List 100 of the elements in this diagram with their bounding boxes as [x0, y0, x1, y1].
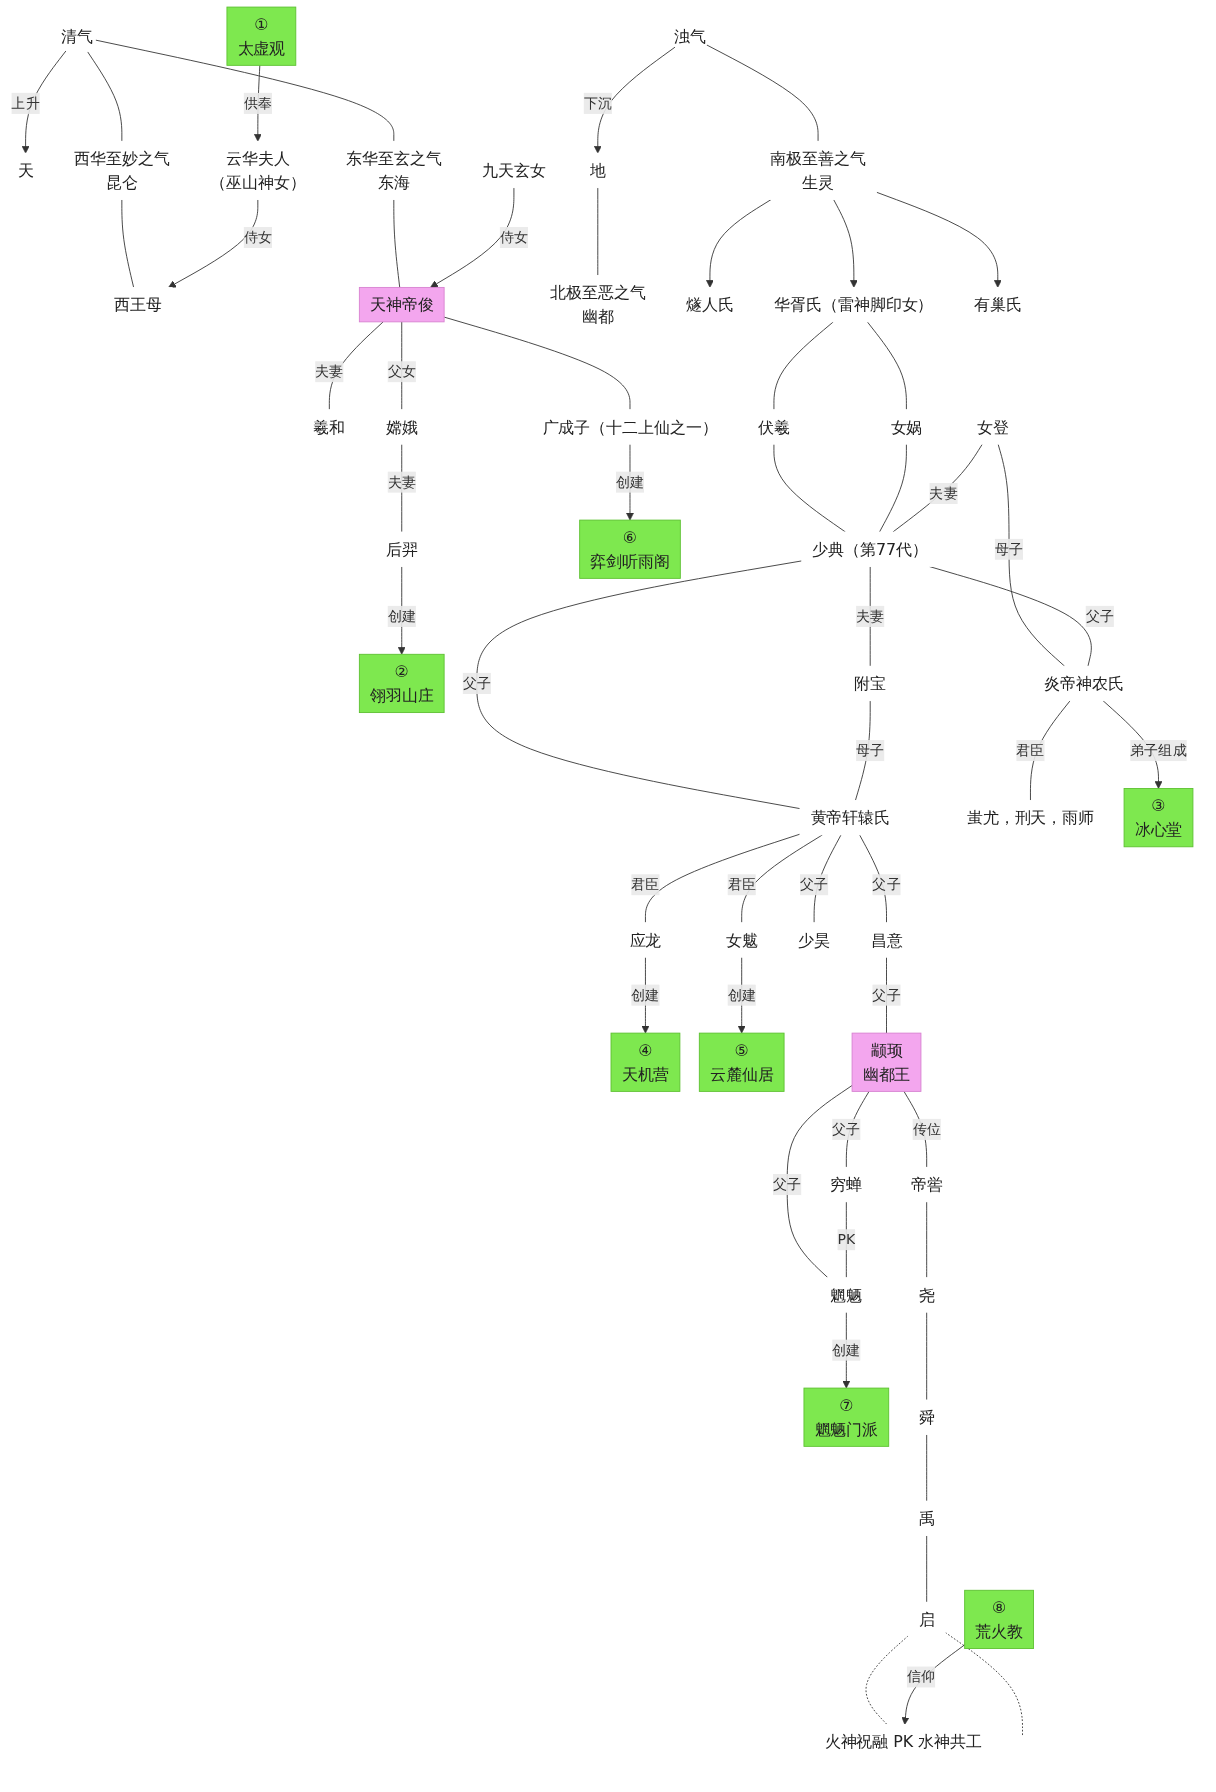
node-text: 伏羲	[758, 417, 790, 437]
edge-label: 下沉	[583, 94, 612, 112]
connector	[773, 321, 834, 411]
node-text: 羲和	[313, 417, 346, 437]
connector	[597, 187, 599, 276]
edge-label: 夫妻	[929, 484, 958, 502]
edge-label: 创建	[727, 986, 756, 1004]
node-text: 穷蝉	[830, 1175, 863, 1194]
node-text: 禹	[918, 1509, 935, 1528]
edge-label: 侍女	[499, 228, 529, 246]
node-text: 后羿	[385, 539, 418, 559]
connector	[997, 443, 1066, 667]
edge-label: 侍女	[243, 228, 272, 246]
node-box: ① 太虚观	[226, 6, 297, 66]
connector	[645, 833, 801, 924]
node-text: 西华至妙之气 昆仑	[74, 149, 170, 192]
edge-label: 弟子组成	[1130, 741, 1187, 759]
node-text: 有巢氏	[973, 295, 1022, 314]
node-text: 西王母	[113, 295, 162, 314]
node-box: 天神帝俊	[358, 287, 445, 323]
edge-label: 夫妻	[387, 473, 416, 491]
node-text: 火神祝融 PK 水神共工	[824, 1732, 982, 1751]
edge-label: 君臣	[1016, 741, 1045, 759]
node-text: 蚩尤，刑天，雨师	[966, 808, 1095, 827]
node-text: 嫦娥	[385, 417, 418, 437]
node-box: ⑧ 荒火教	[964, 1589, 1034, 1649]
node-text: 魍魉	[830, 1285, 863, 1305]
connector	[926, 1201, 928, 1279]
connector	[706, 44, 819, 142]
node-text: 少昊	[798, 930, 830, 950]
connector	[926, 1311, 928, 1401]
node-box: ⑦ 魍魉门派	[803, 1387, 890, 1447]
edge-label: 创建	[832, 1341, 861, 1359]
edge-label: 创建	[615, 473, 645, 491]
edge-label: 传位	[912, 1120, 941, 1138]
edge-label: 父子	[872, 875, 901, 893]
node-text: 北极至恶之气 幽都	[550, 283, 646, 326]
connector	[926, 1535, 928, 1603]
node-text: 少典（第77代）	[812, 539, 928, 559]
edge-label: 父子	[832, 1120, 861, 1138]
node-box: ④ 天机营	[610, 1032, 681, 1092]
node-text: 舜	[918, 1407, 935, 1427]
connector	[866, 321, 907, 411]
edge-label: 君臣	[631, 875, 660, 893]
edge-label: 夫妻	[315, 362, 344, 380]
connector	[879, 443, 907, 533]
node-box: ⑥ 弈剑听雨阁	[579, 519, 681, 579]
edge-label: 信仰	[906, 1668, 936, 1685]
node-text: 清气	[61, 26, 94, 46]
edge-label: 父女	[387, 362, 416, 380]
node-text: 女魃	[725, 930, 758, 950]
node-text: 东华至玄之气 东海	[346, 149, 442, 192]
connector	[773, 443, 846, 533]
edge-label: 上升	[11, 94, 40, 112]
edge-label: 父子	[462, 674, 491, 692]
edge-label: 父子	[799, 875, 829, 893]
node-text: 天	[17, 161, 34, 180]
node-text: 女登	[977, 417, 1010, 437]
edge-label: 供奉	[243, 94, 272, 112]
node-text: 帝喾	[910, 1175, 943, 1194]
node-box: 颛顼 幽都王	[851, 1032, 922, 1092]
node-text: 云华夫人 （巫山神女）	[210, 149, 306, 192]
edge-label: 父子	[773, 1175, 802, 1193]
node-text: 炎帝神农氏	[1044, 674, 1124, 693]
node-text: 女娲	[890, 417, 923, 437]
node-box: ⑤ 云麓仙居	[698, 1032, 785, 1092]
node-text: 广成子（十二上仙之一）	[542, 417, 718, 437]
node-text: 启	[918, 1610, 935, 1629]
node-box: ③ 冰心堂	[1123, 788, 1194, 848]
connector	[741, 834, 823, 924]
edge-label: 母子	[856, 741, 885, 759]
node-text: 浊气	[674, 26, 706, 46]
node-text: 地	[589, 161, 606, 180]
connector	[476, 560, 803, 810]
connector	[892, 443, 983, 533]
node-text: 黄帝轩辕氏	[810, 808, 891, 827]
edge-label: PK	[837, 1230, 856, 1248]
edge-label: 父子	[1085, 607, 1114, 625]
node-text: 附宝	[854, 674, 887, 693]
connector	[926, 1434, 928, 1502]
connector	[865, 1635, 909, 1725]
node-text: 九天玄女	[482, 161, 546, 180]
connector	[393, 199, 401, 288]
edge-label: 君臣	[727, 875, 756, 893]
node-text: 华胥氏（雷神脚印女）	[774, 295, 934, 314]
edge-label: 创建	[631, 986, 660, 1004]
node-text: 南极至善之气 生灵	[770, 149, 866, 192]
node-box: ② 翎羽山庄	[358, 653, 445, 714]
edge-label: 父子	[872, 986, 901, 1004]
connector	[786, 1085, 853, 1279]
connector	[121, 199, 135, 288]
edge-label: 创建	[387, 607, 416, 625]
node-text: 应龙	[629, 930, 662, 950]
node-text: 尧	[918, 1285, 935, 1305]
edge-label: 夫妻	[856, 607, 885, 625]
edge-label: 母子	[994, 540, 1024, 558]
connector	[845, 1201, 847, 1279]
node-text: 燧人氏	[686, 295, 734, 314]
node-text: 昌意	[870, 930, 903, 950]
connector	[87, 51, 123, 142]
